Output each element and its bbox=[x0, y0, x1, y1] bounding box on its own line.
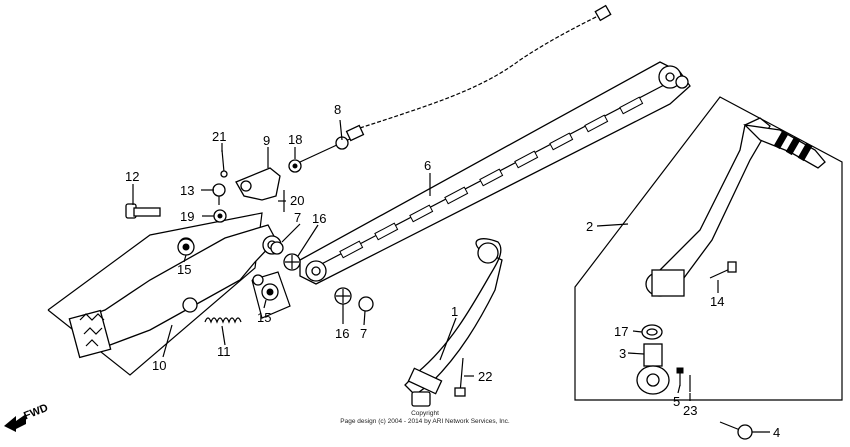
callout-15-left: 15 bbox=[177, 262, 191, 277]
callout-17: 17 bbox=[614, 324, 628, 339]
callout-23: 23 bbox=[683, 403, 697, 418]
spring-washer-part-16-lower bbox=[334, 287, 352, 305]
leader-lines bbox=[132, 119, 770, 433]
bracket-part-9 bbox=[235, 167, 281, 201]
copyright-line-1: Copyright bbox=[411, 410, 439, 417]
washer-part-7-lower bbox=[358, 296, 374, 312]
spring-part-11 bbox=[204, 317, 242, 324]
bolt-part-22 bbox=[454, 357, 466, 397]
callout-13: 13 bbox=[180, 183, 194, 198]
bolt-part-5 bbox=[676, 367, 684, 386]
spindle-part-3 bbox=[636, 343, 670, 395]
callout-21: 21 bbox=[212, 129, 226, 144]
callout-6: 6 bbox=[424, 158, 431, 173]
washer-part-19 bbox=[213, 209, 227, 223]
callout-2: 2 bbox=[586, 219, 593, 234]
bolt-part-4 bbox=[719, 421, 753, 440]
callout-5: 5 bbox=[673, 394, 680, 409]
kickstarter-group-outline bbox=[574, 96, 843, 401]
brake-cable bbox=[299, 4, 612, 163]
bolt-part-13 bbox=[212, 183, 226, 205]
callout-7-upper: 7 bbox=[294, 210, 301, 225]
kick-lever-part-1 bbox=[404, 238, 503, 407]
callout-7-lower: 7 bbox=[360, 326, 367, 341]
callout-22: 22 bbox=[478, 369, 492, 384]
callout-8: 8 bbox=[334, 102, 341, 117]
callout-10: 10 bbox=[152, 358, 166, 373]
callout-16-lower: 16 bbox=[335, 326, 349, 341]
callout-16-upper: 16 bbox=[312, 211, 326, 226]
callout-19: 19 bbox=[180, 209, 194, 224]
brake-pedal-part-10 bbox=[68, 224, 282, 359]
forward-arrow-icon: FWD bbox=[4, 402, 50, 432]
pin-part-21 bbox=[220, 149, 228, 178]
long-arm-part-6 bbox=[299, 61, 691, 285]
callout-14: 14 bbox=[710, 294, 724, 309]
spring-washer-part-16-upper bbox=[283, 253, 301, 271]
copyright-line-2: Page design (c) 2004 - 2014 by ARI Netwo… bbox=[340, 418, 510, 425]
callout-9: 9 bbox=[263, 133, 270, 148]
kickstarter-arm-part-2 bbox=[645, 117, 826, 297]
bushing-part-15-left bbox=[177, 238, 195, 256]
callout-4: 4 bbox=[773, 425, 780, 440]
bushing-part-15-right bbox=[251, 271, 291, 319]
callout-1: 1 bbox=[451, 304, 458, 319]
callout-11: 11 bbox=[217, 344, 231, 359]
callout-20: 20 bbox=[290, 193, 304, 208]
bolt-part-14 bbox=[709, 261, 737, 279]
seal-part-17 bbox=[641, 324, 663, 340]
nut-part-18 bbox=[288, 159, 302, 173]
callout-15-right: 15 bbox=[257, 310, 271, 325]
callout-labels: 1 2 3 4 5 6 7 7 8 9 10 11 12 13 14 15 15… bbox=[125, 102, 780, 440]
callout-3: 3 bbox=[619, 346, 626, 361]
bolt-part-12 bbox=[125, 203, 161, 219]
callout-18: 18 bbox=[288, 132, 302, 147]
callout-12: 12 bbox=[125, 169, 139, 184]
washer-part-7-upper bbox=[270, 241, 284, 255]
